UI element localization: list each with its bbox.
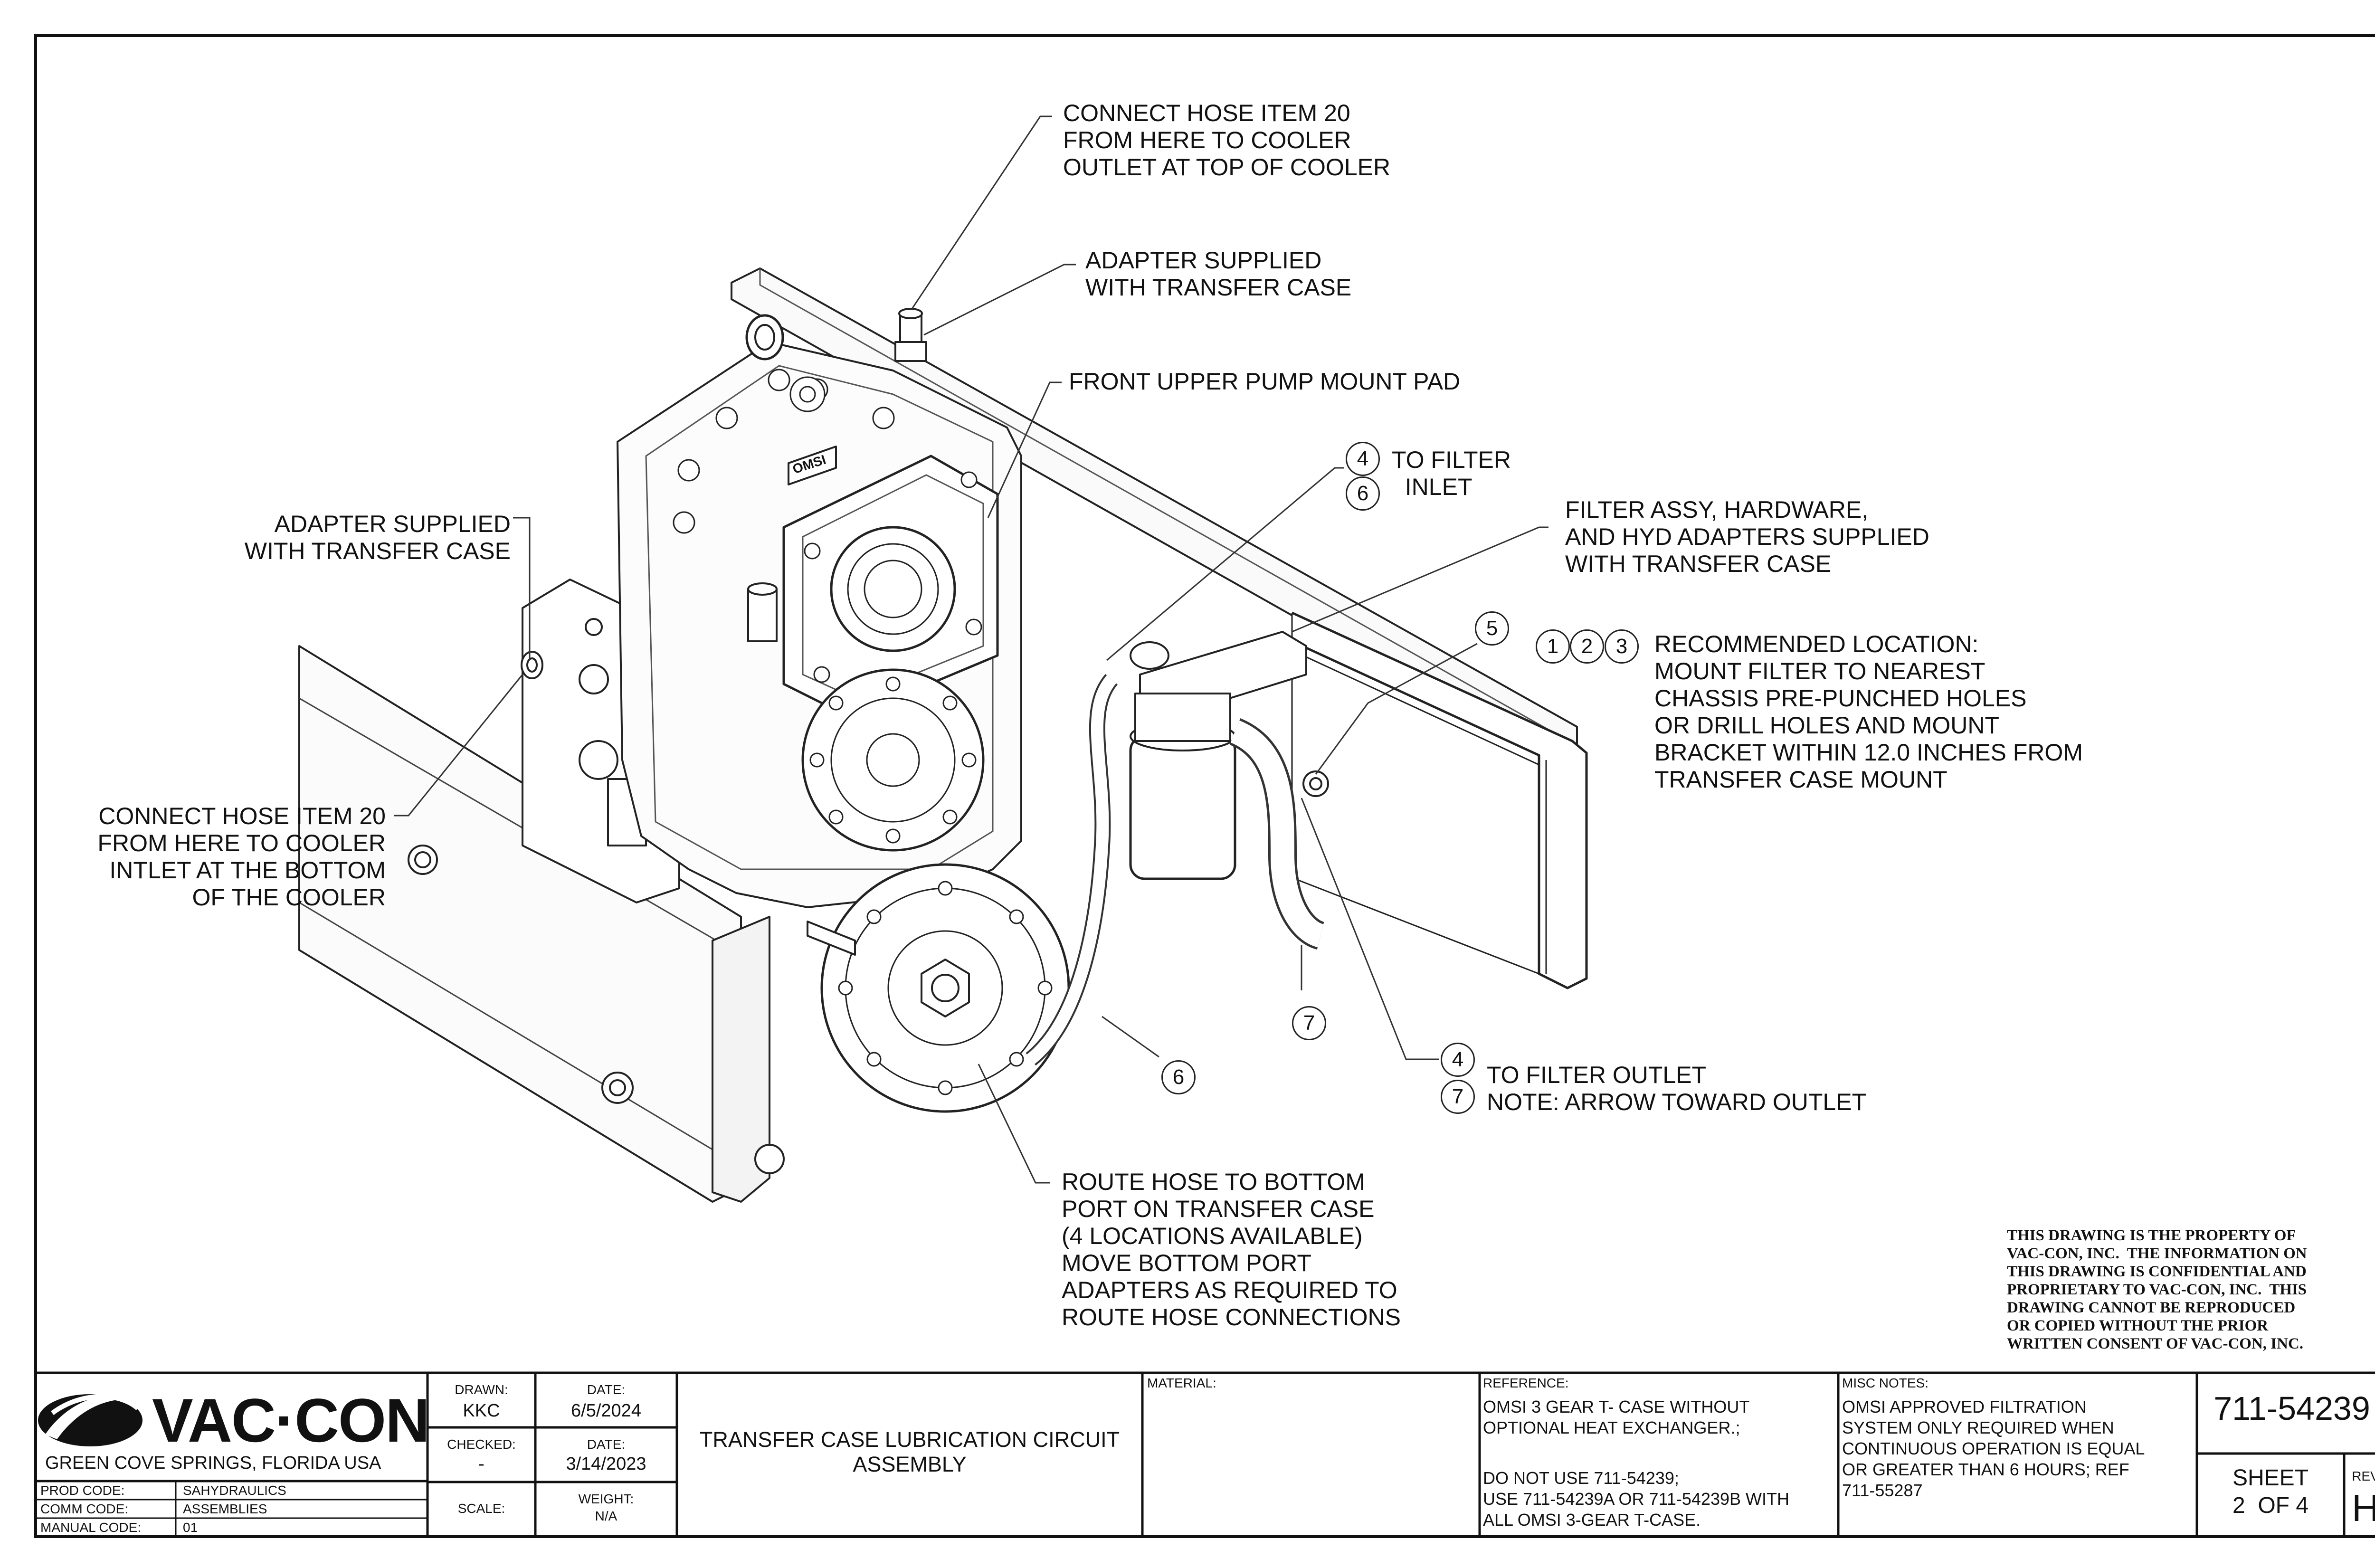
balloon-outlet-7: 7 <box>1441 1080 1475 1114</box>
drawn-date-value: 6/5/2024 <box>571 1401 641 1421</box>
sheet-border <box>34 34 2375 1538</box>
rail-c-channel-end <box>1291 611 1588 989</box>
checked-label: CHECKED: <box>447 1437 516 1452</box>
sheet-number: 2 OF 4 <box>2232 1493 2309 1518</box>
checked-value: - <box>478 1454 484 1474</box>
manual-code-value: 01 <box>183 1520 198 1535</box>
manual-code-label: MANUAL CODE: <box>40 1520 142 1535</box>
rev-label: REV <box>2352 1469 2375 1483</box>
leader-lines <box>394 115 1548 1184</box>
drawn-label: DRAWN: <box>455 1382 508 1397</box>
comm-code-value: ASSEMBLIES <box>183 1501 267 1516</box>
middle-pump-flange <box>801 668 985 852</box>
callout-front-upper-pump-pad: FRONT UPPER PUMP MOUNT PAD <box>1069 368 1461 395</box>
proprietary-notice: THIS DRAWING IS THE PROPERTY OF VAC-CON,… <box>2007 1227 2307 1352</box>
callout-hose-to-cooler-inlet: CONNECT HOSE ITEM 20 FROM HERE TO COOLER… <box>97 803 386 911</box>
sheet-label: SHEET <box>2232 1465 2309 1491</box>
output-shaft <box>807 921 856 956</box>
reference-text-2: DO NOT USE 711-54239; USE 711-54239A OR … <box>1483 1468 1790 1530</box>
misc-notes-label: MISC NOTES: <box>1842 1376 1929 1390</box>
material-label: MATERIAL: <box>1147 1376 1216 1390</box>
callout-to-filter-outlet: TO FILTER OUTLET NOTE: ARROW TOWARD OUTL… <box>1487 1062 1867 1115</box>
company-logo-text: VAC·CON <box>152 1386 430 1455</box>
callout-to-filter-inlet: TO FILTER INLET <box>1392 447 1511 500</box>
balloon-loc-2: 2 <box>1570 629 1604 664</box>
assembly-illustration <box>298 267 1588 1203</box>
left-adapter-fitting <box>521 651 543 679</box>
prod-code-label: PROD CODE: <box>40 1483 125 1498</box>
top-adapter-fitting <box>894 308 927 362</box>
balloon-item-7: 7 <box>1292 1006 1326 1040</box>
callout-hose-to-cooler-outlet: CONNECT HOSE ITEM 20 FROM HERE TO COOLER… <box>1063 100 1391 181</box>
balloon-inlet-4: 4 <box>1346 442 1380 476</box>
scale-label: SCALE: <box>457 1501 505 1516</box>
lifting-eye <box>745 314 784 361</box>
part-number: 711-54239 <box>2214 1390 2370 1427</box>
balloon-inlet-6: 6 <box>1346 476 1380 511</box>
callout-recommended-location: RECOMMENDED LOCATION: MOUNT FILTER TO NE… <box>1654 631 2083 793</box>
checked-date-value: 3/14/2023 <box>566 1454 646 1474</box>
drawn-date-label: DATE: <box>587 1382 626 1397</box>
checked-date-label: DATE: <box>587 1437 626 1452</box>
side-port-fitting <box>747 582 778 642</box>
upper-spline-hub <box>830 526 956 652</box>
drawn-value: KKC <box>463 1401 500 1421</box>
balloon-loc-3: 3 <box>1605 629 1639 664</box>
weight-label: WEIGHT: <box>578 1492 634 1506</box>
reference-text-1: OMSI 3 GEAR T- CASE WITHOUT OPTIONAL HEA… <box>1483 1397 1750 1437</box>
callout-adapter-left: ADAPTER SUPPLIED WITH TRANSFER CASE <box>244 511 511 564</box>
weight-value: N/A <box>595 1509 618 1523</box>
rail-front-end <box>712 916 770 1203</box>
comm-code-label: COMM CODE: <box>40 1501 129 1516</box>
callout-adapter-top: ADAPTER SUPPLIED WITH TRANSFER CASE <box>1085 247 1352 301</box>
company-location: GREEN COVE SPRINGS, FLORIDA USA <box>45 1453 381 1473</box>
vaccon-logo-mark <box>38 1394 142 1446</box>
balloon-loc-1: 1 <box>1536 629 1570 664</box>
rev-value: H <box>2352 1487 2375 1529</box>
balloon-item-5: 5 <box>1475 611 1509 646</box>
callout-route-hose: ROUTE HOSE TO BOTTOM PORT ON TRANSFER CA… <box>1062 1169 1401 1330</box>
drawing-title: TRANSFER CASE LUBRICATION CIRCUIT ASSEMB… <box>699 1427 1120 1476</box>
callout-filter-assy: FILTER ASSY, HARDWARE, AND HYD ADAPTERS … <box>1565 496 1929 577</box>
balloon-item-6: 6 <box>1161 1060 1196 1094</box>
misc-notes-text: OMSI APPROVED FILTRATION SYSTEM ONLY REQ… <box>1842 1397 2145 1500</box>
prod-code-value: SAHYDRAULICS <box>183 1483 286 1498</box>
reference-label: REFERENCE: <box>1483 1376 1569 1390</box>
balloon-outlet-4: 4 <box>1441 1043 1475 1077</box>
filter-head <box>1134 693 1231 742</box>
